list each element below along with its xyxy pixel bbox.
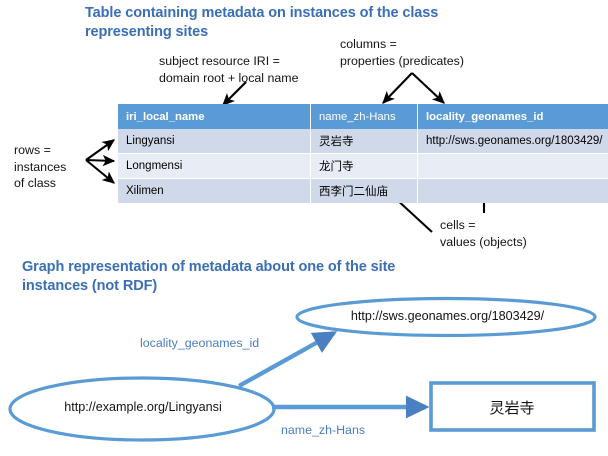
node-literal-rect [429,381,596,432]
annotation-cells: cells = values (objects) [440,218,527,249]
annotation-subject-resource-iri: subject resource IRI = domain root + loc… [159,54,299,85]
table-section-title: Table containing metadata on instances o… [85,5,439,40]
cell-iri-local-name: Longmensi [118,153,311,179]
cell-locality-geonames-id: http://sws.geonames.org/1803429/ [417,129,608,154]
node-geonames-ellipse [295,296,597,338]
cell-iri-local-name: Xilimen [118,178,311,203]
annotation-columns: columns = properties (predicates) [340,37,464,68]
cell-name-zh-hans: 灵岩寺 [310,129,418,154]
graph-section-title: Graph representation of metadata about o… [22,259,396,294]
column-header-locality-geonames-id: locality_geonames_id [417,104,608,129]
table-row: Xilimen 西李门二仙庙 [118,178,608,203]
cell-locality-geonames-id [417,153,608,179]
node-subject-label: http://example.org/Lingyansi [64,400,222,414]
column-header-iri-local-name: iri_local_name [118,104,311,129]
edge-label-name-zh-hans: name_zh-Hans [281,423,366,437]
annotation-rows: rows = instances of class [14,143,67,190]
arrow-rows-to-instances [85,139,116,184]
arrow-subject-to-header [222,81,247,106]
table-header-row: iri_local_name name_zh-Hans locality_geo… [118,104,608,129]
table-row: Lingyansi 灵岩寺 http://sws.geonames.org/18… [118,129,608,154]
column-header-name-zh-hans: name_zh-Hans [310,104,418,129]
node-geonames-label: http://sws.geonames.org/1803429/ [350,309,545,323]
cell-name-zh-hans: 西李门二仙庙 [310,178,418,203]
arrow-columns-to-headers [382,72,445,104]
cell-name-zh-hans: 龙门寺 [310,153,418,179]
table-row: Longmensi 龙门寺 [118,153,608,179]
edge-label-locality-geonames-id: locality_geonames_id [140,336,260,350]
cell-locality-geonames-id [417,178,608,203]
node-literal-label: 灵岩寺 [489,399,535,417]
metadata-table: iri_local_name name_zh-Hans locality_geo… [118,104,608,203]
edge-locality-geonames-id-arrow [237,331,338,388]
cell-iri-local-name: Lingyansi [118,129,311,154]
